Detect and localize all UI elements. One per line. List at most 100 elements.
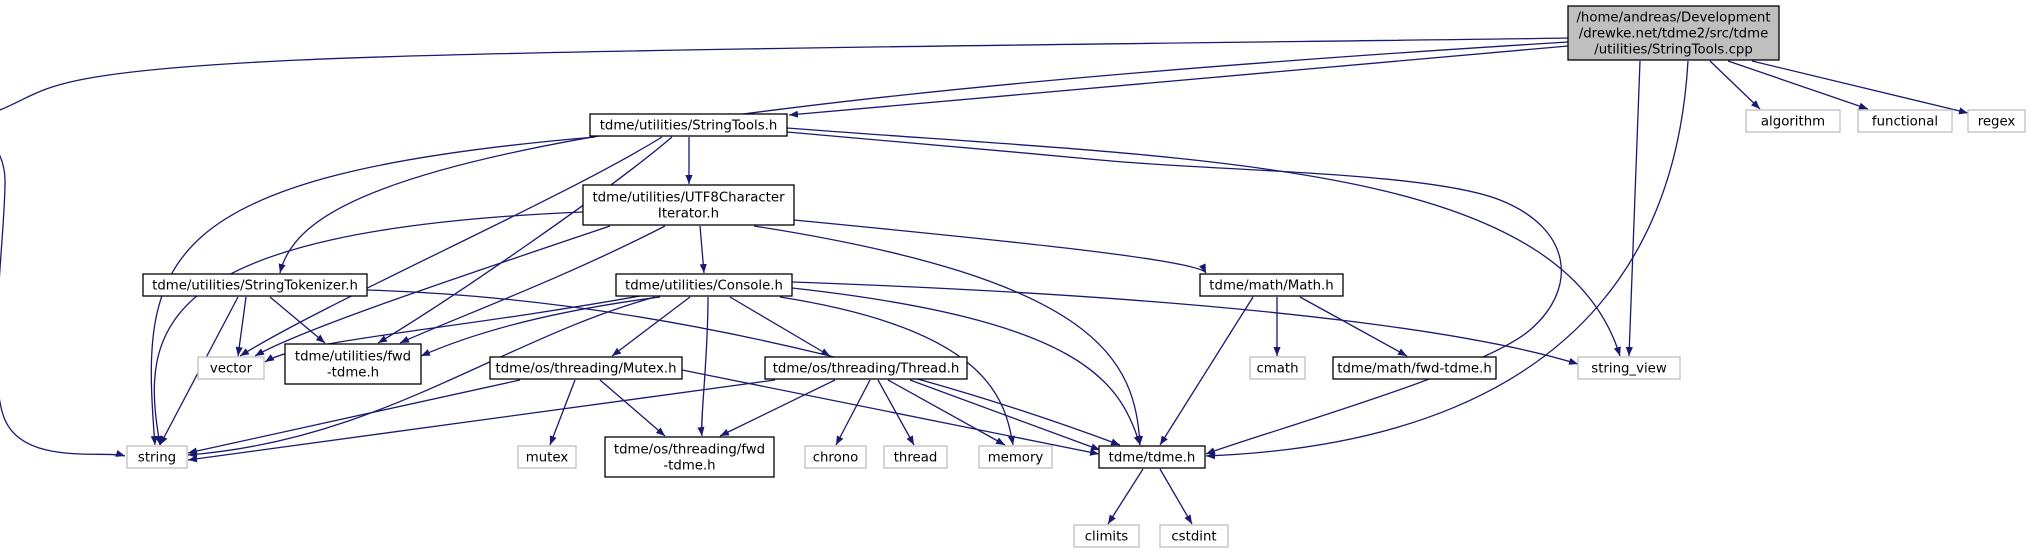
edge-console-to-string-view [791, 281, 1579, 365]
node-cmath: cmath [1249, 356, 1306, 380]
node-label: climits [1085, 530, 1129, 545]
edge-utf8-to-vector [254, 225, 611, 357]
node-label: cstdint [1171, 530, 1216, 545]
edge-stringtools-h-to-string [150, 136, 596, 446]
node-box [615, 273, 793, 297]
edge-root-to-regex [1751, 60, 1969, 115]
edge-root-to-tokenizer [278, 41, 1569, 274]
node-label: thread [894, 451, 938, 466]
edge-mutex-h-to-string [187, 379, 521, 455]
node-label: functional [1872, 115, 1938, 130]
edge-console-to-fwd-thread [697, 296, 709, 437]
node-box [126, 445, 188, 469]
node-label: string_view [1591, 362, 1667, 377]
node-box [1332, 356, 1497, 380]
edge-console-to-mutex-h [611, 296, 691, 357]
node-label: tdme/math/fwd-tdme.h [1337, 362, 1492, 377]
node-label: tdme/utilities/StringTokenizer.h [152, 279, 358, 294]
node-box [1199, 273, 1344, 297]
node-box [1745, 109, 1841, 133]
node-box [883, 445, 948, 469]
node-root[interactable]: /home/andreas/Development/drewke.net/tdm… [1567, 5, 1780, 61]
node-fwd-util[interactable]: tdme/utilities/fwd-tdme.h [284, 343, 422, 385]
node-label: chrono [813, 451, 859, 466]
node-label: Iterator.h [658, 207, 719, 222]
node-label: mutex [526, 451, 569, 466]
node-box [604, 436, 775, 478]
edge-root-to-tdme-h [1205, 60, 1689, 460]
node-label: cmath [1256, 362, 1298, 377]
node-box [1857, 109, 1953, 133]
edge-utf8-to-fwd-util [399, 225, 666, 344]
node-label: tdme/utilities/UTF8Character [592, 191, 785, 206]
edge-console-to-string [187, 296, 656, 458]
edge-utf8-to-tdme-h [753, 225, 1144, 446]
node-label: tdme/utilities/StringTools.h [600, 119, 778, 134]
edge-tokenizer-to-fwd-util [269, 296, 326, 344]
edge-utf8-to-math [793, 219, 1207, 274]
node-stringtools-h[interactable]: tdme/utilities/StringTools.h [589, 113, 788, 137]
node-label: tdme/tdme.h [1109, 451, 1196, 466]
node-label: algorithm [1761, 115, 1825, 130]
edge-stringtools-h-to-string-view [786, 127, 1621, 357]
node-mutex: mutex [517, 445, 577, 469]
node-tokenizer[interactable]: tdme/utilities/StringTokenizer.h [142, 273, 368, 297]
edge-math-to-tdme-h [1159, 296, 1254, 446]
edge-console-to-memory [779, 296, 1015, 446]
edge-tdme-h-to-climits [1107, 468, 1144, 525]
edge-thread-h-to-string [187, 379, 776, 463]
node-mutex-h[interactable]: tdme/os/threading/Mutex.h [489, 356, 683, 380]
node-label: tdme/os/threading/fwd [614, 443, 765, 458]
edge-stringtools-h-to-vector [239, 136, 663, 357]
node-box [582, 184, 795, 226]
node-chrono: chrono [804, 445, 867, 469]
edge-tokenizer-to-vector [235, 296, 247, 357]
edge-thread-h-to-fwd-thread [719, 379, 836, 437]
node-box [804, 445, 867, 469]
edge-console-to-thread-h [729, 296, 831, 357]
edge-utf8-to-string [153, 211, 584, 446]
node-label: tdme/utilities/Console.h [625, 279, 783, 294]
node-label: tdme/os/threading/Thread.h [773, 362, 960, 377]
node-box [1249, 356, 1306, 380]
node-tdme-h[interactable]: tdme/tdme.h [1098, 445, 1206, 469]
node-memory: memory [978, 445, 1053, 469]
node-fwd-thread[interactable]: tdme/os/threading/fwd-tdme.h [604, 436, 775, 478]
edge-tdme-h-to-cstdint [1159, 468, 1193, 525]
node-label: /drewke.net/tdme2/src/tdme [1579, 27, 1769, 42]
node-label: -tdme.h [663, 459, 715, 474]
node-regex: regex [1967, 109, 2026, 133]
node-fwd-math[interactable]: tdme/math/fwd-tdme.h [1332, 356, 1497, 380]
edge-thread-h-to-chrono [835, 379, 871, 446]
edge-stringtools-h-to-fwd-util [377, 136, 673, 344]
edge-root-to-functional [1727, 60, 1869, 110]
node-label: /utilities/StringTools.cpp [1594, 43, 1753, 58]
edge-console-to-fwd-util [420, 296, 661, 357]
edge-root-to-stringtools-h [788, 45, 1569, 118]
node-thread: thread [883, 445, 948, 469]
node-console[interactable]: tdme/utilities/Console.h [615, 273, 793, 297]
node-cstdint: cstdint [1159, 524, 1229, 548]
node-label: vector [210, 362, 253, 377]
edge-console-to-tdme-h [791, 287, 1141, 446]
node-algorithm: algorithm [1745, 109, 1841, 133]
node-climits: climits [1073, 524, 1140, 548]
node-box [1577, 356, 1681, 380]
node-box [517, 445, 577, 469]
edge-utf8-to-console [699, 225, 707, 274]
node-vector: vector [197, 356, 265, 380]
node-label: tdme/os/threading/Mutex.h [495, 362, 676, 377]
edge-root-to-string-view [1625, 60, 1641, 357]
node-box [978, 445, 1053, 469]
edge-thread-h-to-tdme-h [909, 379, 1101, 451]
node-math[interactable]: tdme/math/Math.h [1199, 273, 1344, 297]
node-box [1159, 524, 1229, 548]
node-thread-h[interactable]: tdme/os/threading/Thread.h [764, 356, 968, 380]
node-box [1098, 445, 1206, 469]
node-label: regex [1978, 115, 2016, 130]
edge-thread-h-to-memory [887, 379, 1006, 446]
node-label: /home/andreas/Development [1576, 11, 1770, 26]
node-box [284, 343, 422, 385]
